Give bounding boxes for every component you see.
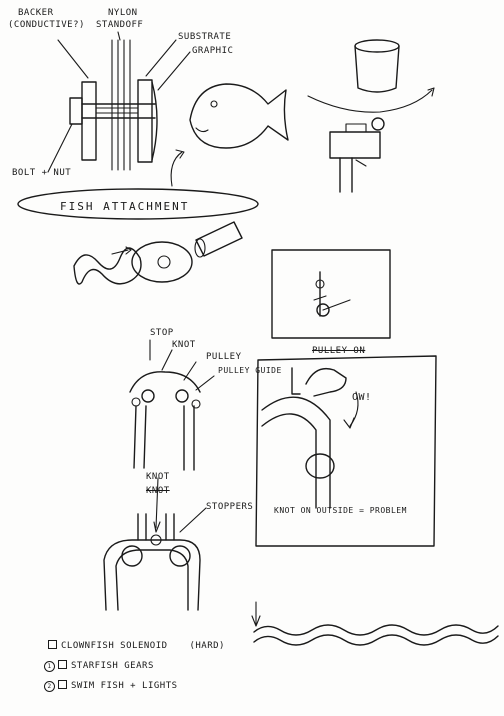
label-fish-attachment: FISH ATTACHMENT	[60, 200, 190, 213]
todo-item-text: SWIM FISH + LIGHTS	[71, 681, 178, 691]
priority-marker: 2	[44, 681, 55, 692]
fish-attachment-ellipse	[17, 188, 259, 220]
bolt-assembly-sketch	[47, 31, 191, 173]
label-stop: STOP	[150, 328, 174, 338]
label-substrate: SUBSTRATE	[178, 32, 232, 42]
label-pulley-guide: PULLEY GUIDE	[218, 366, 282, 375]
label-ow: OW!	[352, 392, 372, 403]
todo-item-text: CLOWNFISH SOLENOID	[61, 641, 168, 651]
label-backer: BACKER	[18, 8, 54, 18]
pulley-sketch	[129, 339, 215, 471]
label-graphic: GRAPHIC	[192, 46, 234, 56]
wavy-rope-sketch	[251, 601, 499, 646]
checkbox-icon	[58, 680, 67, 689]
label-nylon: NYLON	[108, 8, 138, 18]
label-bolt-nut: BOLT + NUT	[12, 168, 72, 178]
stoppers-sketch	[103, 477, 207, 611]
checkbox-icon	[48, 640, 57, 649]
todo-item-swim-fish: 2 SWIM FISH + LIGHTS	[44, 680, 178, 692]
cup-mount-sketch	[307, 39, 435, 193]
label-knot-top: KNOT	[172, 340, 196, 350]
label-knot-on-outside: KNOT ON OUTSIDE = PROBLEM	[274, 506, 407, 515]
priority-marker: 1	[44, 661, 55, 672]
todo-item-note: (HARD)	[189, 641, 225, 651]
todo-item-starfish: 1 STARFISH GEARS	[44, 660, 154, 672]
label-backer-sub: (CONDUCTIVE?)	[8, 20, 85, 30]
label-stoppers: STOPPERS	[206, 502, 254, 512]
fish-outline-sketch	[170, 83, 289, 187]
todo-item-clownfish: CLOWNFISH SOLENOID (HARD)	[48, 640, 225, 651]
label-pulley: PULLEY	[206, 352, 242, 362]
pulley-problem-sketch	[255, 355, 437, 547]
label-knot-mid: KNOT	[146, 472, 170, 482]
shaft-box-sketch	[271, 249, 391, 339]
checkbox-icon	[58, 660, 67, 669]
fish-motor-sketch	[73, 221, 243, 285]
label-standoff: STANDOFF	[96, 20, 144, 30]
label-pulley-on: PULLEY ON	[312, 346, 366, 356]
label-knot-struck: KNOT	[146, 486, 170, 496]
todo-item-text: STARFISH GEARS	[71, 661, 154, 671]
